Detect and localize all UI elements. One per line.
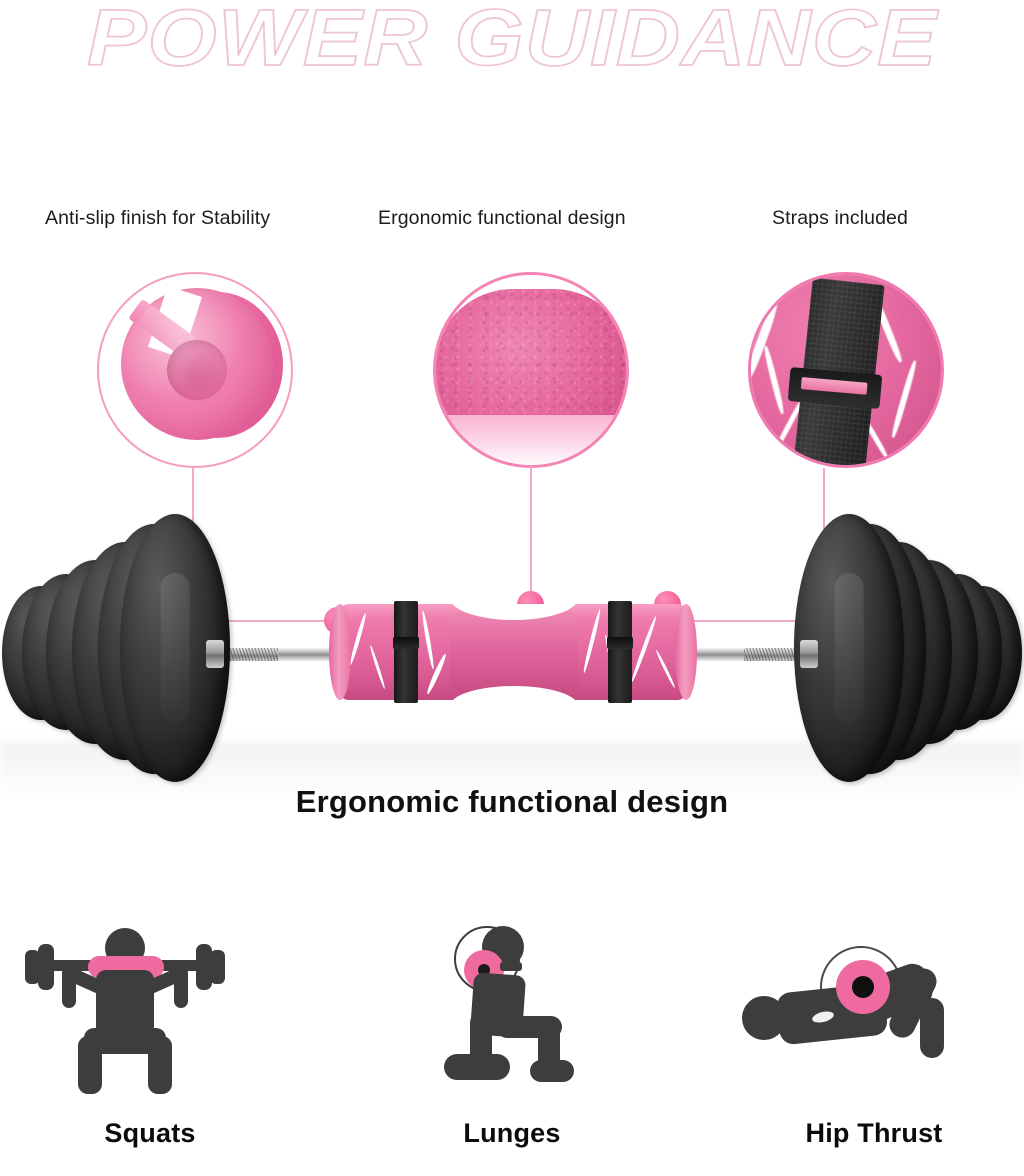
foam-bottom-highlight [436,415,626,465]
feature-caption-anti-slip: Anti-slip finish for Stability [45,207,271,229]
exercise-label-lunges: Lunges [463,1118,561,1148]
callout-line-ergonomic-vertical [530,466,532,596]
feature-caption-ergonomic: Ergonomic functional design [378,207,626,229]
ground-shadow [0,742,1024,800]
pad-strap-buckle [607,637,633,649]
squat-plate-right-inner [196,944,212,990]
barbell-pad [329,601,697,703]
brand-title: POWER GUIDANCE [86,0,938,80]
squat-plate-left-inner [38,944,54,990]
exercise-label-squats: Squats [104,1118,196,1148]
hip-thrust-plate-hole [852,976,874,998]
callout-line-anti-slip-horizontal [192,620,332,622]
foam-bar-hole [167,340,227,400]
detail-image-anti-slip [97,272,293,468]
feature-caption-straps: Straps included [772,207,908,229]
squat-thigh-right [148,1036,172,1094]
exercise-item-lunges: Lunges [362,912,662,1149]
hip-thrust-figure-icon [724,912,1024,1112]
barbell-illustration [0,500,1024,790]
barbell-knurl-right [744,648,798,661]
exercise-item-squats: Squats [0,912,300,1149]
pad-strap-left [393,601,419,703]
squat-plate-left-outer [25,950,40,984]
detail-image-straps [748,272,944,468]
pad-end-cap-right [675,604,697,700]
exercise-label-hip-thrust: Hip Thrust [805,1118,943,1148]
lunge-front-foot [530,1060,574,1082]
pad-ergonomic-waist [450,604,578,700]
pad-strap-right [607,601,633,703]
lunge-bar [500,962,522,971]
main-caption: Ergonomic functional design [295,784,729,819]
squat-plate-right-outer [210,950,225,984]
detail-image-ergonomic [433,272,629,468]
squat-thigh-left [78,1036,102,1094]
strap-buckle-slot [800,377,868,395]
callout-line-straps-horizontal [668,620,824,622]
lunge-figure-icon [362,912,662,1112]
pad-end-cap-left [329,604,351,700]
barbell-collar-left [206,640,224,668]
squat-figure-icon [0,912,300,1112]
barbell-collar-right [800,640,818,668]
exercise-item-hip-thrust: Hip Thrust [724,912,1024,1149]
hip-thrust-shin [920,998,944,1058]
lunge-back-knee [444,1054,510,1080]
brand-header: POWER GUIDANCE [0,0,1024,80]
pad-strap-buckle [393,637,419,649]
barbell-knurl-left [224,648,278,661]
